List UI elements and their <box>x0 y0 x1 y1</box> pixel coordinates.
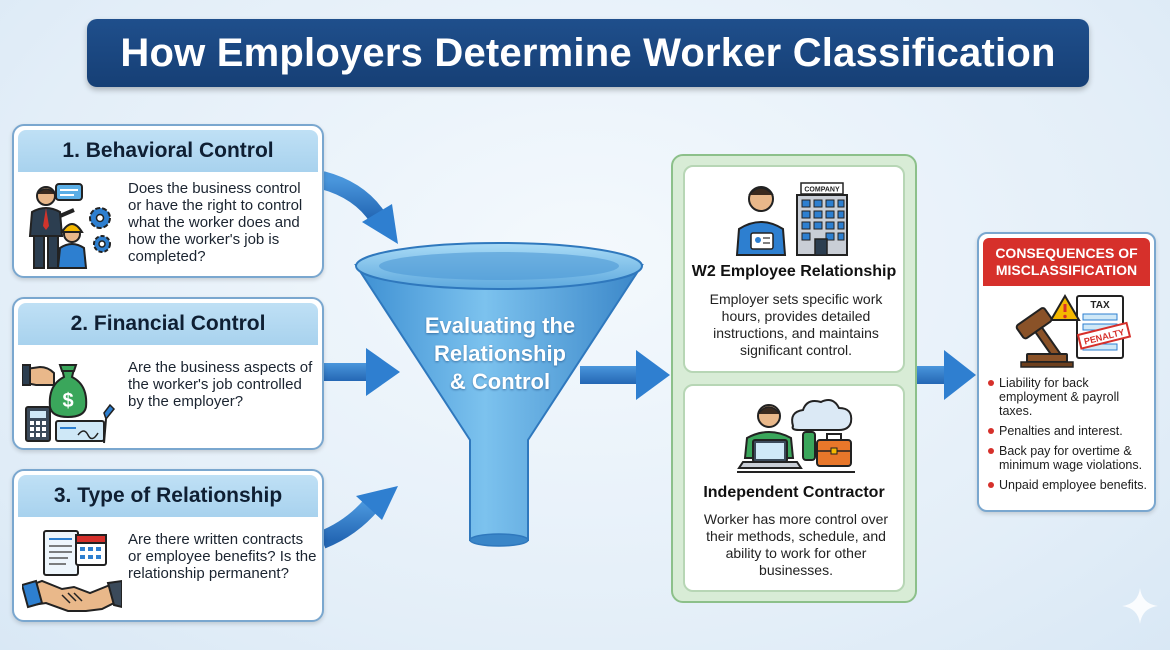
svg-text:COMPANY: COMPANY <box>804 187 840 194</box>
people-gears-icon <box>28 183 111 269</box>
list-item: Penalties and interest. <box>987 424 1149 438</box>
list-item: Back pay for overtime & minimum wage vio… <box>987 444 1149 472</box>
outcome-description: Employer sets specific work hours, provi… <box>709 291 883 358</box>
factor-heading: 2. Financial Control <box>18 303 318 345</box>
factor-description: Are the business aspects of the worker's… <box>128 359 313 410</box>
consequences-heading: CONSEQUENCES OF MISCLASSIFICATION <box>983 238 1150 286</box>
list-item: Unpaid employee benefits. <box>987 478 1149 492</box>
employee-company-icon: COMPANY <box>735 182 848 256</box>
factor-card-behavioral: 1. Behavioral Control Does the busin <box>12 124 324 278</box>
arrow-outcomes-to-consequences <box>917 350 976 400</box>
factor-card-financial: 2. Financial Control $ A <box>12 297 324 450</box>
sparkle-icon <box>1122 588 1158 624</box>
outcome-description: Worker has more control over their metho… <box>703 511 889 578</box>
factor-description: Are there written contracts or employee … <box>128 531 317 582</box>
page-title: How Employers Determine Worker Classific… <box>120 30 1056 75</box>
factor-card-relationship: 3. Type of Relationship Are there writte… <box>12 469 324 622</box>
arrow-funnel-to-outcomes <box>580 350 670 400</box>
contractor-laptop-icon <box>737 399 855 473</box>
consequences-card: CONSEQUENCES OF MISCLASSIFICATION TAX PE… <box>977 232 1156 512</box>
factor-heading: 1. Behavioral Control <box>18 130 318 172</box>
factor-heading: 3. Type of Relationship <box>18 475 318 517</box>
outcome-title: W2 Employee Relationship <box>691 263 897 280</box>
title-banner: How Employers Determine Worker Classific… <box>87 19 1089 87</box>
consequences-list: Liability for back employment & payroll … <box>987 376 1149 498</box>
contract-handshake-icon <box>22 530 122 612</box>
svg-text:TAX: TAX <box>1090 300 1110 311</box>
svg-text:$: $ <box>62 390 73 412</box>
list-item: Liability for back employment & payroll … <box>987 376 1149 418</box>
factor-description: Does the business control or have the ri… <box>128 180 303 265</box>
funnel-label: Evaluating the Relationship & Control <box>424 313 576 394</box>
money-calculator-icon: $ <box>22 364 116 444</box>
outcome-independent-contractor: Independent Contractor Worker has more c… <box>683 384 905 592</box>
arrow-relationship-to-funnel <box>318 486 398 549</box>
arrow-behavioral-to-funnel <box>319 171 398 244</box>
gavel-tax-penalty-icon: TAX PENALTY <box>1015 294 1132 368</box>
outcome-title: Independent Contractor <box>703 484 885 501</box>
outcome-w2-employee: COMPANY W2 Employee Relationship Employe… <box>683 165 905 373</box>
arrow-financial-to-funnel <box>322 348 400 396</box>
